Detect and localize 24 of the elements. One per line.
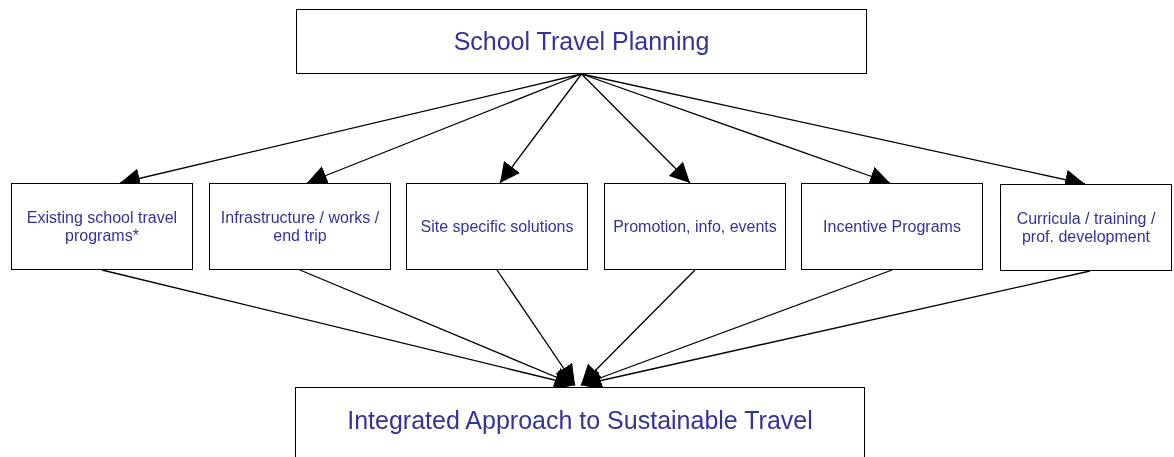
box-label: Site specific solutions	[419, 217, 575, 236]
arrow	[580, 269, 696, 386]
box-label: Integrated Approach to Sustainable Travel	[346, 405, 814, 435]
arrow	[580, 73, 691, 184]
box-label: Existing school travel programs*	[25, 208, 179, 245]
process-box	[406, 183, 588, 270]
arrow	[496, 269, 576, 386]
process-box	[296, 9, 867, 74]
box-label: Curricula / training / prof. development	[1015, 209, 1157, 246]
process-box	[604, 183, 786, 270]
process-box	[801, 183, 983, 270]
process-box	[295, 387, 865, 457]
box-label: Infrastructure / works / end trip	[219, 208, 381, 245]
process-box	[209, 183, 391, 270]
process-box	[1000, 184, 1172, 271]
arrow	[101, 269, 576, 390]
box-label: School Travel Planning	[452, 27, 711, 56]
arrow	[499, 73, 583, 184]
arrow	[580, 269, 893, 388]
process-box	[11, 183, 193, 270]
box-label: Promotion, info, events	[612, 217, 778, 236]
arrow	[306, 73, 583, 185]
box-label: Incentive Programs	[822, 217, 962, 236]
arrow	[299, 269, 576, 387]
